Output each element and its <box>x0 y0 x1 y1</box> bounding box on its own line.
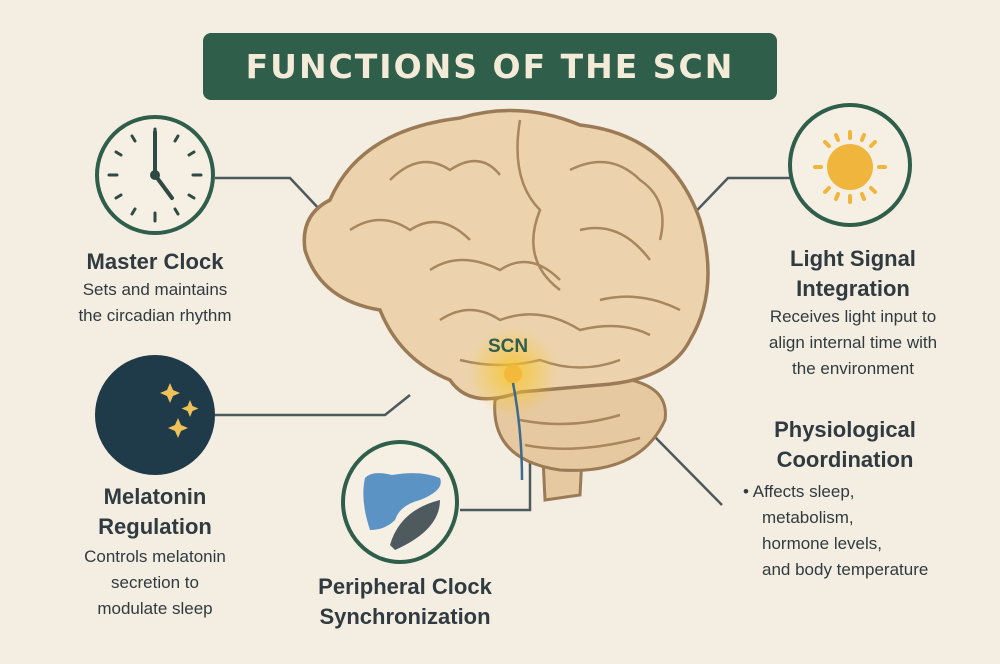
physiological-bullet: hormone levels, <box>743 531 990 557</box>
master-clock-desc-line: Sets and maintains <box>82 280 228 299</box>
melatonin-title: Melatonin <box>103 484 207 509</box>
liver-organ-icon <box>341 440 459 564</box>
page-title: FUNCTIONS OF THE SCN <box>245 47 735 86</box>
master-clock-title: Master Clock <box>86 249 224 274</box>
physiological-section: Physiological Coordination • Affects sle… <box>735 415 990 583</box>
light-signal-title: Integration <box>796 276 910 301</box>
peripheral-title: Synchronization <box>319 604 491 629</box>
physiological-bullet: and body temperature <box>743 557 990 583</box>
physiological-title: Physiological <box>774 417 916 442</box>
light-signal-title: Light Signal <box>790 246 916 271</box>
light-signal-desc-line: the environment <box>792 359 914 378</box>
master-clock-desc-line: the circadian rhythm <box>78 306 232 325</box>
peripheral-title: Peripheral Clock <box>318 574 492 599</box>
peripheral-section: Peripheral Clock Synchronization <box>280 572 530 632</box>
light-signal-desc-line: align internal time with <box>768 333 938 352</box>
melatonin-title: Regulation <box>98 514 212 539</box>
title-banner: FUNCTIONS OF THE SCN <box>203 33 777 100</box>
physiological-title: Coordination <box>776 447 914 472</box>
physiological-bullet: • Affects sleep, <box>743 482 855 501</box>
melatonin-desc-line: modulate sleep <box>97 599 213 618</box>
scn-label: SCN <box>488 336 529 357</box>
physiological-bullet: metabolism, <box>743 505 990 531</box>
bullet-text: Affects sleep, <box>752 482 855 501</box>
bullet-text: hormone levels, <box>762 534 883 553</box>
melatonin-section: Melatonin Regulation Controls melatonin … <box>30 482 280 622</box>
bullet-text: and body temperature <box>762 560 929 579</box>
light-signal-desc-line: Receives light input to <box>769 307 937 326</box>
melatonin-desc-line: secretion to <box>111 573 199 592</box>
light-signal-section: Light Signal Integration Receives light … <box>728 244 978 382</box>
master-clock-section: Master Clock Sets and maintains the circ… <box>30 247 280 329</box>
brain-illustration <box>302 108 710 502</box>
scn-dot <box>504 365 522 383</box>
clock-icon <box>95 115 215 235</box>
moon-stars-icon <box>95 355 215 475</box>
melatonin-desc-line: Controls melatonin <box>84 547 226 566</box>
sun-icon <box>788 103 912 227</box>
bullet-text: metabolism, <box>762 508 854 527</box>
